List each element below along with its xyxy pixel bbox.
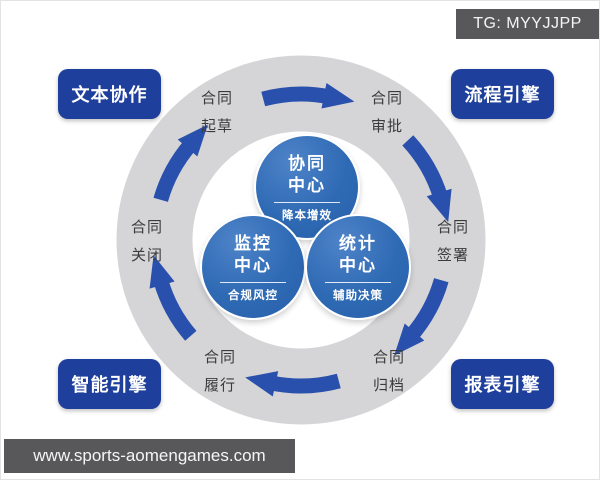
bubble-title-line: 中心 (234, 256, 272, 275)
stage-line: 起草 (200, 118, 233, 135)
bubble-divider (220, 282, 286, 283)
stage-line: 关闭 (130, 247, 163, 264)
bubble-title-line: 统计 (339, 234, 377, 253)
arrow-bottom (245, 371, 341, 397)
corner-box-text-collaboration: 文本协作 (58, 69, 161, 119)
stage-line: 归档 (372, 377, 405, 394)
stage-line: 签署 (436, 247, 469, 264)
corner-label: 报表引擎 (464, 375, 541, 395)
website-url: www.sports-aomengames.com (33, 446, 266, 465)
stage-line: 履行 (203, 377, 236, 394)
stage-line: 合同 (130, 219, 163, 236)
bubble-title-line: 中心 (288, 176, 326, 195)
bubble-title-line: 监控 (234, 234, 272, 253)
stage-contract-signing: 合同 签署 (421, 214, 485, 270)
bubble-subtitle: 降本增效 (282, 210, 332, 222)
corner-label: 智能引擎 (71, 375, 148, 395)
bubble-title: 监控 中心 (202, 233, 304, 277)
corner-box-intelligent-engine: 智能引擎 (58, 359, 161, 409)
center-statistics-hub: 统计 中心 辅助决策 (305, 214, 411, 320)
stage-contract-approval: 合同 审批 (355, 85, 419, 141)
bubble-divider (325, 282, 391, 283)
arrow-top (261, 82, 355, 109)
arrow-bottom-left (149, 255, 197, 341)
corner-label: 文本协作 (71, 85, 148, 105)
bubble-title: 统计 中心 (307, 233, 409, 277)
corner-label: 流程引擎 (464, 85, 541, 105)
center-monitoring-hub: 监控 中心 合规风控 (200, 214, 306, 320)
stage-line: 审批 (370, 118, 403, 135)
bubble-subtitle: 合规风控 (228, 290, 278, 302)
telegram-watermark-badge: TG: MYYJJPP (456, 9, 599, 39)
stage-line: 合同 (203, 349, 236, 366)
stage-line: 合同 (372, 349, 405, 366)
arrow-bottom-right (394, 277, 449, 356)
arrow-top-right (402, 135, 452, 223)
stage-contract-closure: 合同 关闭 (115, 214, 179, 270)
stage-line: 合同 (436, 219, 469, 236)
corner-box-process-engine: 流程引擎 (451, 69, 554, 119)
bubble-title: 协同 中心 (256, 153, 358, 197)
corner-box-report-engine: 报表引擎 (451, 359, 554, 409)
stage-contract-performance: 合同 履行 (188, 344, 252, 400)
stage-contract-archiving: 合同 归档 (357, 344, 421, 400)
badge-text: TG: MYYJJPP (473, 15, 582, 32)
stage-contract-drafting: 合同 起草 (185, 85, 249, 141)
bubble-title-line: 中心 (339, 256, 377, 275)
bubble-subtitle: 辅助决策 (333, 290, 383, 302)
bubble-divider (274, 202, 340, 203)
bubble-title-line: 协同 (288, 154, 326, 173)
arrow-top-left (153, 124, 208, 203)
stage-line: 合同 (200, 90, 233, 107)
website-watermark-bar: www.sports-aomengames.com (4, 439, 295, 473)
stage-line: 合同 (370, 90, 403, 107)
